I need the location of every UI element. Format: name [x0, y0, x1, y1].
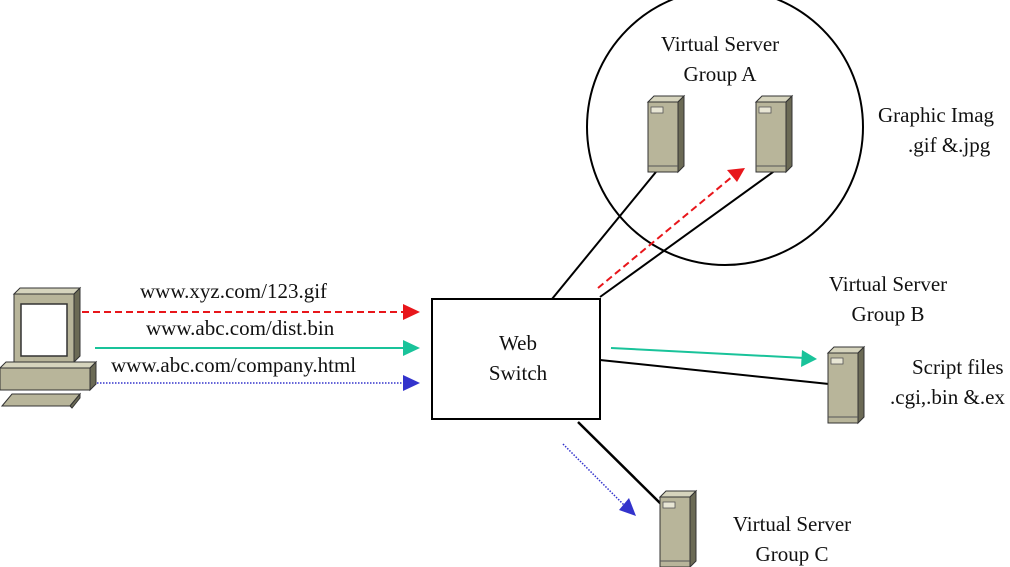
group-b-content-line2: .cgi,.bin &.ex — [890, 385, 1005, 409]
request-label-html: www.abc.com/company.html — [111, 353, 357, 377]
group-a-content-line1: Graphic Imag — [878, 103, 995, 127]
group-c-label-line1: Virtual Server — [732, 512, 852, 536]
link-switch-server-c — [577, 421, 663, 506]
group-b-label-line1: Virtual Server — [828, 272, 948, 296]
group-a-label: Virtual Server Group A — [640, 29, 800, 89]
group-b-label-line2: Group B — [851, 302, 925, 326]
group-b-content-label: Script files .cgi,.bin &.ex — [890, 352, 1005, 412]
group-c-label: Virtual Server Group C — [712, 509, 872, 567]
request-label-bin: www.abc.com/dist.bin — [146, 316, 335, 340]
arrowhead-red — [403, 304, 420, 320]
routed-arrow-bin — [610, 347, 806, 359]
group-a-content-line2: .gif &.jpg — [908, 133, 991, 157]
routed-arrow-gif — [597, 175, 734, 289]
web-switch-label: Web Switch — [468, 328, 568, 388]
group-c-label-line2: Group C — [755, 542, 829, 566]
server-icon-group-a-1 — [647, 95, 685, 173]
group-a-content-label: Graphic Imag .gif &.jpg — [878, 100, 994, 160]
client-computer-icon — [0, 286, 98, 409]
group-a-label-line2: Group A — [683, 62, 757, 86]
server-icon-group-b — [827, 346, 865, 424]
server-icon-group-a-2 — [755, 95, 793, 173]
group-a-label-line1: Virtual Server — [660, 32, 780, 56]
arrowhead-blue — [403, 375, 420, 391]
routed-arrowhead-blue — [619, 498, 636, 516]
arrowhead-teal — [403, 340, 420, 356]
link-switch-server-b — [599, 359, 830, 385]
link-switch-server-a2 — [599, 166, 781, 298]
routed-arrowhead-teal — [801, 350, 817, 367]
routed-arrowhead-red — [727, 168, 745, 182]
web-switch-label-line2: Switch — [488, 361, 548, 385]
group-b-content-line1: Script files — [912, 355, 1004, 379]
request-label-gif: www.xyz.com/123.gif — [140, 279, 328, 303]
web-switch-label-line1: Web — [499, 331, 537, 355]
web-switch-box — [431, 298, 601, 420]
link-switch-server-a1 — [551, 166, 661, 300]
group-b-label: Virtual Server Group B — [808, 269, 968, 329]
routed-arrow-html — [562, 443, 626, 507]
server-icon-group-c — [659, 490, 697, 567]
group-a-circle — [586, 0, 864, 266]
